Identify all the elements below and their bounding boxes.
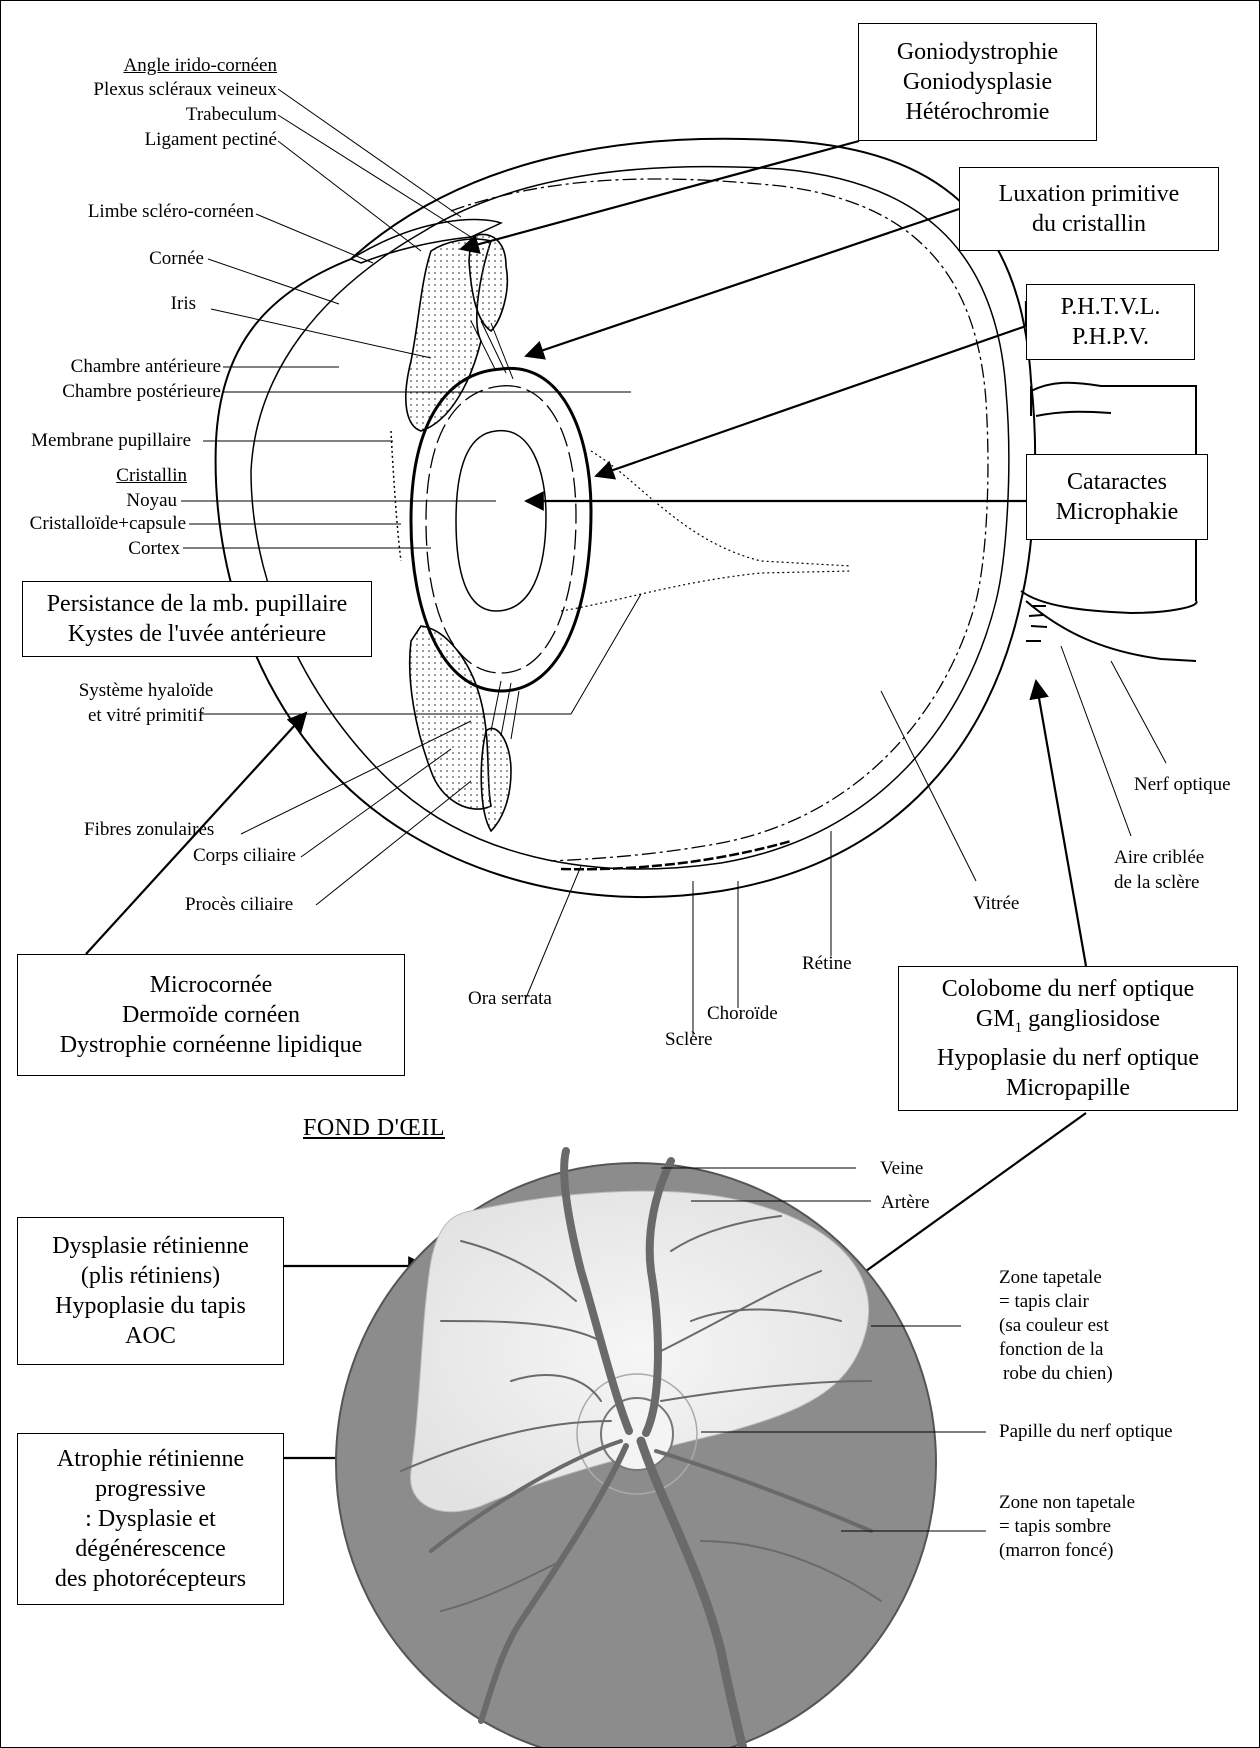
box-atrophie-line-1: Atrophie rétinienne [18,1444,283,1474]
label-zone-tapetale-3: (sa couleur est [999,1315,1109,1337]
box-gonio-line-2: Goniodysplasie [859,67,1096,97]
label-limbe: Limbe scléro-cornéen [88,201,254,223]
box-gonio-line-3: Hétérochromie [859,97,1096,127]
zonular-fibres [471,321,519,739]
label-zone-tapetale-5: robe du chien) [1003,1363,1113,1385]
label-fibres-zonulaires: Fibres zonulaires [84,819,214,841]
box-luxation-line-2: du cristallin [960,209,1218,239]
lens-nucleus [456,431,546,611]
box-phtvl-line-1: P.H.T.V.L. [1027,292,1194,322]
label-nerf-optique: Nerf optique [1134,774,1231,796]
iris-ciliary [406,235,511,831]
box-cataractes-line-1: Cataractes [1027,467,1207,497]
label-sclere: Sclère [665,1029,712,1051]
label-cortex: Cortex [128,538,180,560]
label-corps-ciliaire: Corps ciliaire [193,845,296,867]
box-microcornee-line-2: Dermoïde cornéen [18,1000,404,1030]
box-dysplasie-line-1: Dysplasie rétinienne [18,1231,283,1261]
label-proces-ciliaire: Procès ciliaire [185,894,293,916]
label-vitree: Vitrée [973,893,1019,915]
box-colobome-line-1: Colobome du nerf optique [899,974,1237,1004]
box-atrophie-line-3: : Dysplasie et [18,1504,283,1534]
box-persistance-line-1: Persistance de la mb. pupillaire [23,589,371,619]
label-veine: Veine [880,1158,923,1180]
box-dysplasie: Dysplasie rétinienne (plis rétiniens) Hy… [17,1217,284,1365]
label-ora-serrata: Ora serrata [468,988,552,1010]
box-microcornee-line-3: Dystrophie cornéenne lipidique [18,1030,404,1060]
label-membrane-pupillaire: Membrane pupillaire [31,430,191,452]
gm-subscript: 1 [1015,1020,1023,1036]
box-luxation: Luxation primitive du cristallin [959,167,1219,251]
lamina-cribrosa [1026,606,1047,641]
box-cataractes: Cataractes Microphakie [1026,454,1208,540]
box-phtvl: P.H.T.V.L. P.H.P.V. [1026,284,1195,360]
box-dysplasie-line-4: AOC [18,1321,283,1351]
box-atrophie-line-4: dégénérescence [18,1534,283,1564]
label-iris: Iris [171,293,196,315]
sclera-inner [251,167,1009,869]
label-zone-non-tapetale-2: = tapis sombre [999,1516,1111,1538]
sclera-outer [216,139,1036,897]
box-goniodystrophie: Goniodystrophie Goniodysplasie Hétérochr… [858,23,1097,141]
hyaloid-upper [591,451,851,566]
hyaloid-lower [561,571,851,611]
label-zone-tapetale-4: fonction de la [999,1339,1103,1361]
box-colobome-line-3: Hypoplasie du nerf optique [899,1043,1237,1073]
label-zone-non-tapetale-3: (marron foncé) [999,1540,1113,1562]
box-persistance-line-2: Kystes de l'uvée antérieure [23,619,371,649]
box-microcornee: Microcornée Dermoïde cornéen Dystrophie … [17,954,405,1076]
label-trabeculum: Trabeculum [186,104,277,126]
box-colobome-line-4: Micropapille [899,1073,1237,1103]
box-atrophie: Atrophie rétinienne progressive : Dyspla… [17,1433,284,1605]
pupillary-membrane [391,431,401,561]
box-phtvl-line-2: P.H.P.V. [1027,322,1194,352]
fundus-title: FOND D'ŒIL [303,1115,445,1142]
label-angle-irido-corneen: Angle irido-cornéen [123,55,277,77]
label-systeme-hyaloide: Système hyaloïde [71,680,221,702]
box-atrophie-line-2: progressive [18,1474,283,1504]
label-retine: Rétine [802,953,852,975]
gm-text: GM [976,1006,1015,1032]
box-dysplasie-line-2: (plis rétiniens) [18,1261,283,1291]
label-zone-tapetale-2: = tapis clair [999,1291,1089,1313]
label-cornee: Cornée [149,248,204,270]
ciliary-lower [481,728,511,831]
label-zone-tapetale-1: Zone tapetale [999,1267,1102,1289]
label-papille: Papille du nerf optique [999,1421,1173,1443]
iris-lower [410,626,491,809]
label-vitre-primitif: et vitré primitif [71,705,221,727]
label-cristallin: Cristallin [116,465,187,487]
box-microcornee-line-1: Microcornée [18,970,404,1000]
label-de-la-sclere: de la sclère [1114,872,1199,894]
gangliosidose-text: gangliosidose [1022,1006,1160,1032]
box-gonio-line-1: Goniodystrophie [859,37,1096,67]
box-persistance: Persistance de la mb. pupillaire Kystes … [22,581,372,657]
label-noyau: Noyau [126,490,177,512]
label-zone-non-tapetale-1: Zone non tapetale [999,1492,1135,1514]
box-luxation-line-1: Luxation primitive [960,179,1218,209]
label-aire-criblee: Aire criblée [1114,847,1204,869]
retina-line [451,179,988,861]
label-chambre-posterieure: Chambre postérieure [62,381,221,403]
label-choroide: Choroïde [707,1003,778,1025]
box-dysplasie-line-3: Hypoplasie du tapis [18,1291,283,1321]
label-plexus: Plexus scléraux veineux [93,79,277,101]
box-cataractes-line-2: Microphakie [1027,497,1207,527]
eye-globe [216,139,1036,897]
label-chambre-anterieure: Chambre antérieure [71,356,221,378]
fundus [336,1151,936,1748]
lens-cortex [426,386,576,673]
label-artere: Artère [881,1192,930,1214]
box-colobome: Colobome du nerf optique GM1 gangliosido… [898,966,1238,1111]
label-ligament-pectine: Ligament pectiné [145,129,277,151]
box-colobome-line-2: GM1 gangliosidose [899,1004,1237,1043]
label-cristalloide-capsule: Cristalloïde+capsule [30,513,186,535]
box-atrophie-line-5: des photorécepteurs [18,1564,283,1594]
optic-papilla [601,1398,673,1470]
